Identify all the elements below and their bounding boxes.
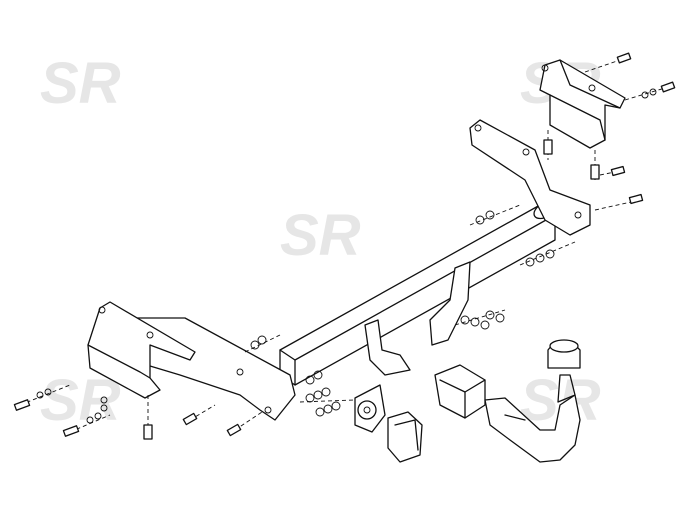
tow-ball-cap — [547, 339, 581, 403]
tow-ball-neck — [484, 394, 581, 463]
right-side-bracket — [469, 119, 591, 236]
watermark-top-left: SR — [40, 51, 121, 116]
right-mounting-plate — [539, 59, 626, 149]
ball-mount-socket — [434, 364, 486, 419]
socket-mount-brackets — [364, 261, 471, 376]
electric-socket-bracket — [354, 384, 386, 433]
left-mounting-plate — [87, 301, 196, 399]
watermark-center: SR — [280, 203, 361, 268]
rubber-socket-cover — [387, 411, 423, 463]
bolt-and-washer-sets — [13, 52, 676, 440]
